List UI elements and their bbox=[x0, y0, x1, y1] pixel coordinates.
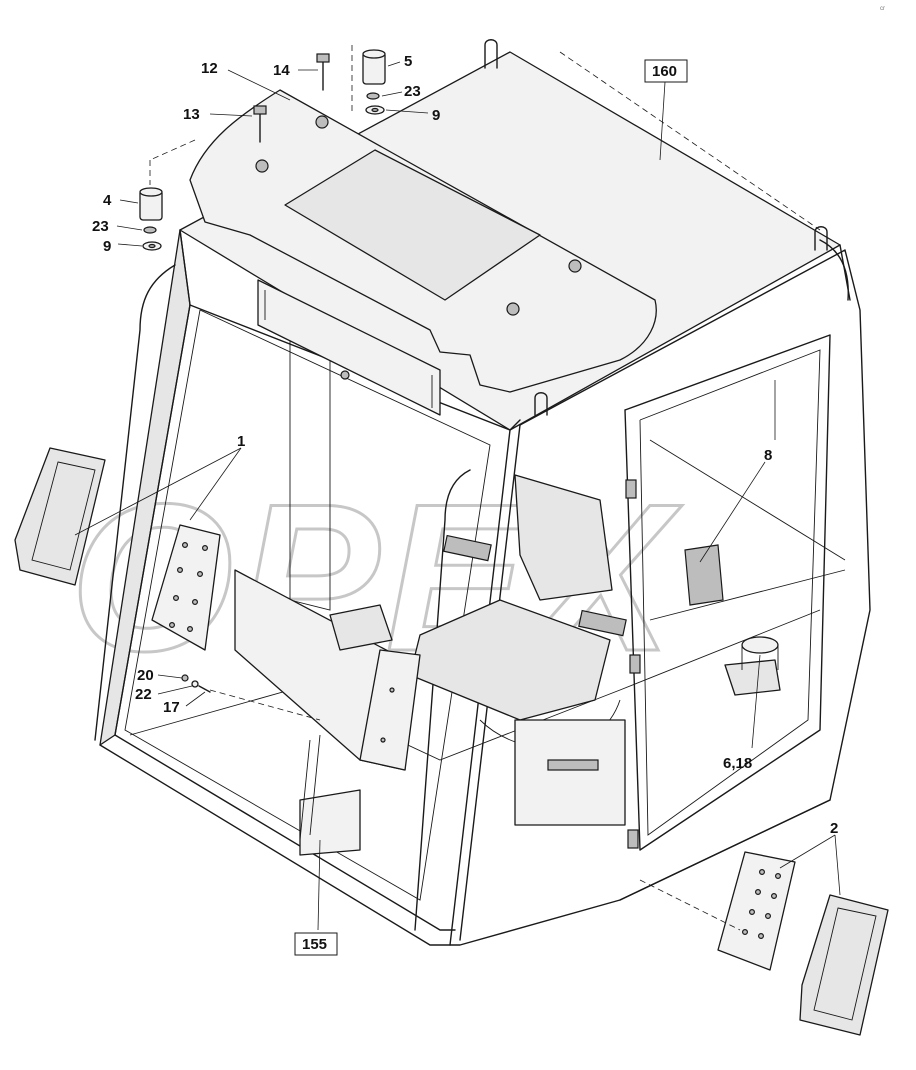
label-part-17: 17 bbox=[163, 699, 180, 716]
seat-armrest-left bbox=[443, 534, 492, 562]
roof-cover-hole-2 bbox=[255, 159, 269, 173]
cab-bottom bbox=[99, 744, 831, 946]
door-hinge-middle bbox=[629, 654, 641, 674]
right-mirror-glass bbox=[799, 894, 889, 1036]
left-mirror-glass bbox=[14, 447, 106, 586]
label-part-20: 20 bbox=[137, 667, 154, 684]
mounting-plate-part-2 bbox=[717, 851, 796, 971]
front-handrail bbox=[414, 469, 471, 931]
label-part-2: 2 bbox=[830, 820, 838, 837]
label-part-8: 8 bbox=[764, 447, 772, 464]
bracket-part-6-18 bbox=[724, 636, 781, 696]
boxed-labels: 160 155 bbox=[294, 59, 688, 956]
label-part-14: 14 bbox=[273, 62, 290, 79]
hardware bbox=[139, 49, 386, 693]
roof-cover-hatch bbox=[284, 149, 541, 301]
roof-cover-hole-1 bbox=[315, 115, 329, 129]
right-mirror bbox=[799, 894, 889, 1036]
part-labels: 12 14 5 23 9 13 4 23 9 1 20 22 17 8 6,18… bbox=[92, 53, 838, 837]
label-part-13: 13 bbox=[183, 106, 200, 123]
filter-panel bbox=[684, 544, 724, 606]
label-part-22: 22 bbox=[135, 686, 152, 703]
label-assembly-160: 160 bbox=[652, 63, 677, 80]
washer-23-left bbox=[143, 226, 157, 234]
operator-seat bbox=[409, 474, 627, 826]
label-part-6-18: 6,18 bbox=[723, 755, 752, 772]
nut-20 bbox=[181, 674, 189, 682]
label-part-12: 12 bbox=[201, 60, 218, 77]
roof-cover-hole-4 bbox=[506, 302, 520, 316]
label-part-9-left: 9 bbox=[103, 238, 111, 255]
door-hinge-lower bbox=[627, 829, 639, 849]
roof-cover-hole-3 bbox=[568, 259, 582, 273]
roof-cover-part-12 bbox=[189, 89, 657, 393]
seat-base bbox=[514, 719, 626, 826]
front-window bbox=[124, 309, 491, 901]
filter-part-8 bbox=[684, 544, 724, 606]
label-part-4: 4 bbox=[103, 192, 112, 209]
washer-23-top bbox=[366, 92, 380, 100]
label-part-9-top: 9 bbox=[432, 107, 440, 124]
washer-22 bbox=[191, 680, 199, 688]
corner-mark: cr bbox=[880, 6, 885, 12]
box-160 bbox=[644, 59, 688, 83]
seat-armrest-right bbox=[578, 609, 627, 637]
screw-17 bbox=[198, 685, 211, 693]
cab-floor bbox=[129, 609, 821, 761]
door-hinge-upper bbox=[625, 479, 637, 499]
lift-eye-rear bbox=[484, 39, 498, 69]
left-handrail bbox=[94, 264, 176, 741]
left-mirror bbox=[14, 447, 106, 586]
right-door bbox=[624, 334, 831, 851]
mounting-plate-part-1 bbox=[151, 524, 221, 651]
label-assembly-155: 155 bbox=[302, 936, 327, 953]
mounting-plate-left bbox=[151, 524, 221, 651]
lift-eye-right bbox=[814, 226, 828, 251]
label-part-23-left: 23 bbox=[92, 218, 109, 235]
label-part-1: 1 bbox=[237, 433, 245, 450]
interior-rail bbox=[257, 279, 441, 416]
seat-backrest bbox=[514, 474, 613, 601]
label-part-5: 5 bbox=[404, 53, 412, 70]
box-155 bbox=[294, 932, 338, 956]
leader-lines bbox=[74, 61, 841, 931]
mounting-plate-right bbox=[717, 851, 796, 971]
assembly-lines bbox=[149, 45, 821, 931]
middle-plate bbox=[359, 649, 421, 771]
lift-eye-front bbox=[534, 392, 548, 416]
label-part-23-top: 23 bbox=[404, 83, 421, 100]
